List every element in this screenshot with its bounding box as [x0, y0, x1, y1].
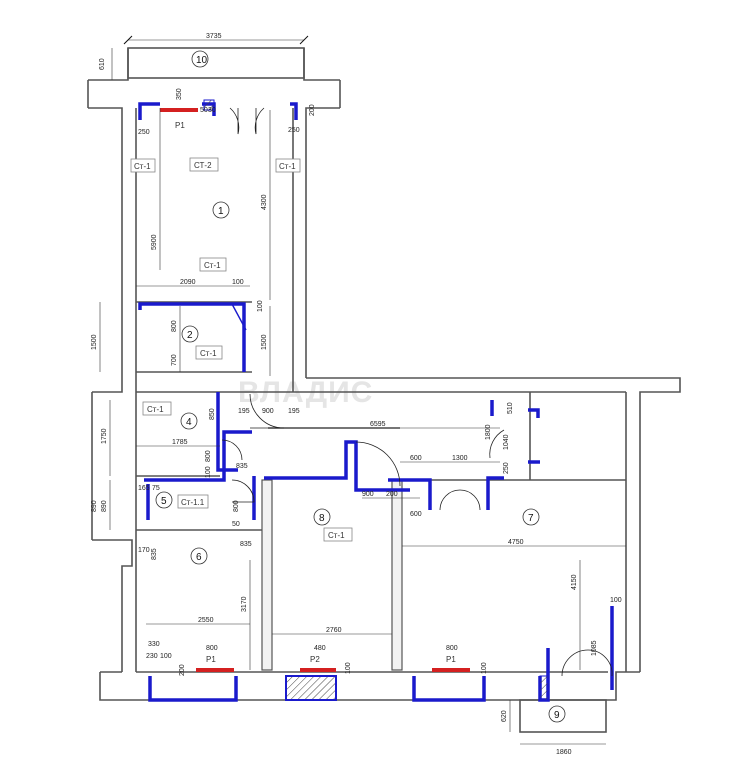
dim-200-c: 200	[179, 664, 186, 676]
dim-200-top: 200	[309, 104, 316, 116]
wall-tag-st2: СТ-2	[194, 161, 212, 170]
wall-tag-st1-b: Ст-1	[279, 162, 296, 171]
new-walls	[138, 102, 614, 702]
dim-100-d: 100	[610, 597, 622, 604]
room-number-5: 5	[161, 496, 167, 507]
room-number-6: 6	[196, 552, 202, 563]
room-number-2: 2	[187, 330, 193, 341]
dim-800-b: 800	[205, 450, 212, 462]
dim-4750: 4750	[508, 539, 524, 546]
room-number-7: 7	[528, 513, 534, 524]
dim-1785: 1785	[172, 439, 188, 446]
wall-tags	[130, 157, 353, 542]
dim-195-b: 195	[288, 408, 300, 415]
room-number-9: 9	[554, 710, 560, 721]
dim-1040: 1040	[503, 434, 510, 450]
dim-250-left: 250	[138, 129, 150, 136]
dim-600-a: 600	[410, 455, 422, 462]
dim-100-c: 100	[205, 466, 212, 478]
dim-800-c: 800	[233, 500, 240, 512]
dim-200-b: 200	[386, 491, 398, 498]
dim-100-g: 100	[481, 662, 488, 674]
wall-tag-st11: Ст-1.1	[181, 498, 205, 507]
dim-330: 330	[148, 641, 160, 648]
doors	[221, 107, 613, 677]
room-number-1: 1	[218, 206, 224, 217]
room-number-4: 4	[186, 417, 192, 428]
radiator-p1-right	[432, 668, 470, 672]
hatched-zones	[203, 99, 549, 701]
dim-800-a: 800	[171, 320, 178, 332]
radiator-p1-left	[196, 668, 234, 672]
dim-250-c: 250	[503, 462, 510, 474]
dim-50-top: 50	[200, 107, 208, 114]
dim-1500-a: 1500	[91, 334, 98, 350]
dim-850: 850	[209, 408, 216, 420]
dim-800-e: 800	[446, 645, 458, 652]
dim-1860: 1860	[556, 749, 572, 756]
room-markers	[155, 50, 566, 723]
radiator-label-p2: P2	[310, 655, 320, 664]
wall-tag-st1-a: Ст-1	[134, 162, 151, 171]
dim-100-a: 100	[232, 279, 244, 286]
wall-tag-st1-c: Ст-1	[204, 261, 221, 270]
dim-100-f: 100	[345, 662, 352, 674]
dim-170: 170	[138, 547, 150, 554]
dim-50-mid: 50	[232, 521, 240, 528]
dim-1500-b: 1500	[261, 334, 268, 350]
dim-2550: 2550	[198, 617, 214, 624]
dim-3735: 3735	[206, 33, 222, 40]
dim-480: 480	[314, 645, 326, 652]
dim-5900: 5900	[151, 234, 158, 250]
dim-6595: 6595	[370, 421, 386, 428]
dim-900-b: 900	[362, 491, 374, 498]
dim-835-a: 835	[236, 463, 248, 470]
dim-100-b: 100	[257, 300, 264, 312]
dim-1800: 1800	[485, 424, 492, 440]
wall-tag-st1-d: Ст-1	[200, 349, 217, 358]
dimension-labels: 3735 610 350 50 30 250 200 250 4300 5900…	[91, 33, 622, 756]
radiator-p2	[300, 668, 336, 672]
radiator-label-p1-top: P1	[175, 121, 185, 130]
dim-250-right: 250	[288, 127, 300, 134]
dim-620: 620	[501, 710, 508, 722]
dim-4150: 4150	[571, 574, 578, 590]
dim-1085: 1085	[591, 640, 598, 656]
radiator-label-p1-left: P1	[206, 655, 216, 664]
wall-tag-st1-f: Ст-1	[328, 531, 345, 540]
radiator-label-p1-right: P1	[446, 655, 456, 664]
radiators	[160, 108, 470, 672]
dimension-lines	[99, 35, 626, 745]
dim-600-b: 600	[410, 511, 422, 518]
dim-835-b: 835	[151, 548, 158, 560]
room-number-8: 8	[319, 513, 325, 524]
dim-350: 350	[176, 88, 183, 100]
dim-1750: 1750	[101, 428, 108, 444]
dim-2090: 2090	[180, 279, 196, 286]
dim-30: 30	[208, 107, 216, 114]
dim-100-e: 100	[160, 653, 172, 660]
dim-4300: 4300	[261, 194, 268, 210]
dim-700: 700	[171, 354, 178, 366]
dim-835-c: 835	[240, 541, 252, 548]
wall-tag-st1-e: Ст-1	[147, 405, 164, 414]
dim-890-a: 890	[91, 500, 98, 512]
dim-3170: 3170	[241, 596, 248, 612]
room-number-10: 10	[196, 55, 208, 66]
dim-890-b: 890	[101, 500, 108, 512]
dim-800-d: 800	[206, 645, 218, 652]
dim-2760: 2760	[326, 627, 342, 634]
dim-1300: 1300	[452, 455, 468, 462]
dim-230: 230	[146, 653, 158, 660]
exterior-walls	[87, 47, 681, 733]
dim-165: 165	[138, 485, 150, 492]
dim-75: 75	[152, 485, 160, 492]
dim-195-a: 195	[238, 408, 250, 415]
radiator-p1-top	[160, 108, 198, 112]
dim-900-a: 900	[262, 408, 274, 415]
dim-610: 610	[99, 58, 106, 70]
dim-510: 510	[507, 402, 514, 414]
